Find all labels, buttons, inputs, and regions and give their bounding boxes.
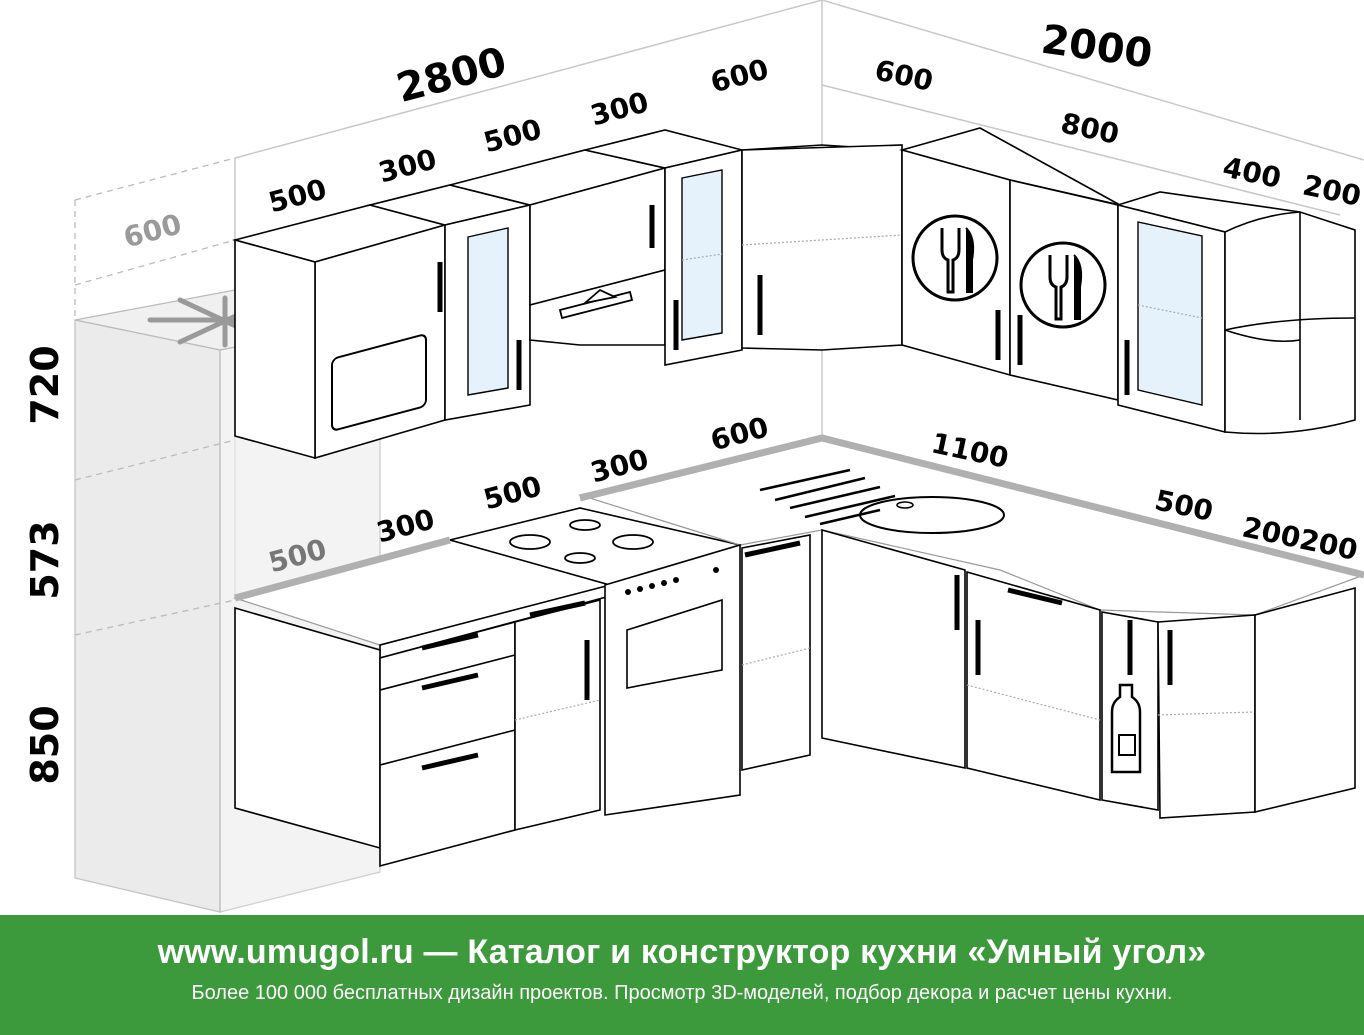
footer-headline[interactable]: www.umugol.ru — Каталог и конструктор ку… bbox=[157, 933, 1207, 971]
dim-height-upper: 720 bbox=[23, 345, 67, 424]
dim-upper-right-2: 800 bbox=[1058, 106, 1122, 150]
cutlery-icon bbox=[911, 214, 999, 302]
bottle-icon bbox=[1110, 683, 1142, 774]
kitchen-diagram: 2800 2000 500 300 500 300 600 600 800 40… bbox=[23, 0, 1364, 913]
dim-height-lower: 850 bbox=[23, 705, 67, 784]
range-hood-icon bbox=[558, 288, 634, 320]
dim-upper-total: 2800 bbox=[392, 39, 511, 112]
sink-icon bbox=[759, 468, 1005, 534]
dim-upper-right-1: 600 bbox=[872, 53, 936, 97]
dim-upper-left-1: 500 bbox=[265, 172, 330, 219]
dim-upper-right-4: 200 bbox=[1300, 168, 1364, 212]
dim-upper-left-3: 500 bbox=[480, 112, 545, 159]
footer-subline: Более 100 000 бесплатных дизайн проектов… bbox=[191, 982, 1173, 1004]
lower-cabinets-right bbox=[741, 528, 1356, 819]
upper-cabinets-right bbox=[899, 127, 1356, 435]
dim-height-middle: 573 bbox=[23, 520, 67, 599]
microwave-icon bbox=[331, 334, 427, 431]
cutlery-icon bbox=[1019, 241, 1107, 329]
stove-burner-icon bbox=[509, 519, 654, 564]
upper-cabinet-corner bbox=[741, 144, 903, 351]
dim-upper-left-2: 300 bbox=[375, 142, 440, 189]
dim-upper-left-4: 300 bbox=[587, 85, 652, 132]
dim-upper-right-3: 400 bbox=[1220, 150, 1284, 194]
oven bbox=[604, 543, 741, 816]
dim-upper-left-5: 600 bbox=[707, 52, 772, 99]
lower-cabinets-left bbox=[234, 598, 601, 868]
dim-counter-left-3: 500 bbox=[480, 469, 545, 516]
footer-banner: www.umugol.ru — Каталог и конструктор ку… bbox=[0, 915, 1364, 1035]
dim-fridge-depth: 600 bbox=[120, 207, 185, 254]
upper-cabinets-left bbox=[231, 129, 743, 460]
